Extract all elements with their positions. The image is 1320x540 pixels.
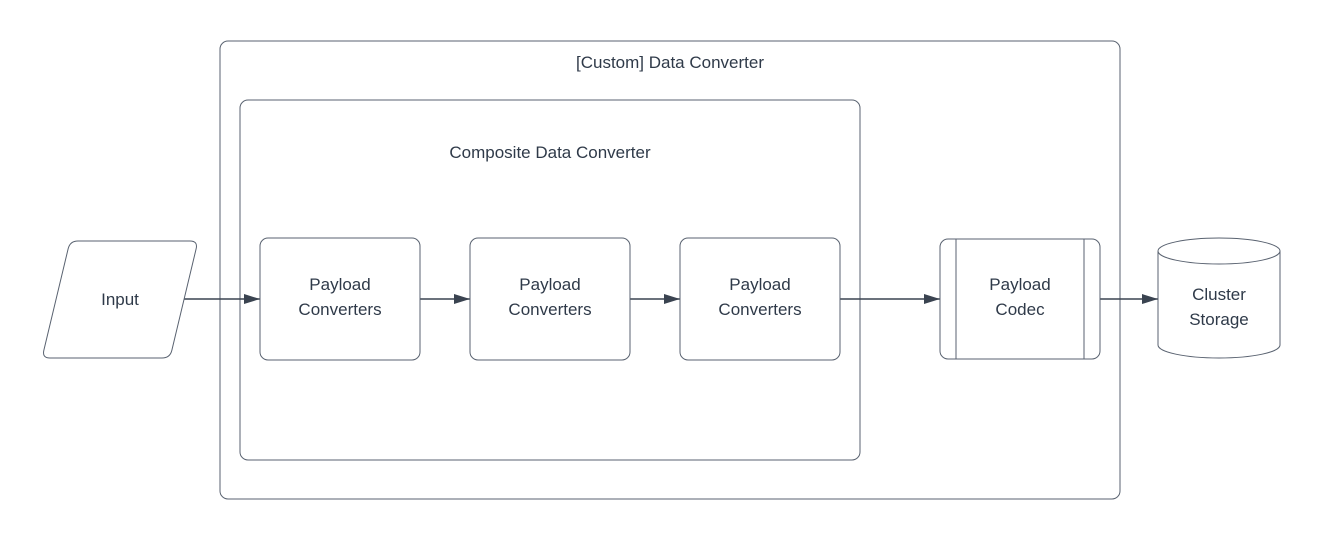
node-payload-converters-3-label-line1: Payload — [729, 275, 790, 294]
node-payload-codec-label-line1: Payload — [989, 275, 1050, 294]
node-composite-data-converter-label: Composite Data Converter — [449, 143, 651, 162]
node-input — [43, 240, 197, 359]
node-payload-converters-2-label-line1: Payload — [519, 275, 580, 294]
node-payload-converters-2-label-line2: Converters — [508, 300, 591, 319]
node-cluster-storage-label-line2: Storage — [1189, 310, 1249, 329]
node-custom-data-converter-label: [Custom] Data Converter — [576, 53, 764, 72]
node-payload-converters-2 — [469, 237, 631, 361]
node-payload-converters-1 — [259, 237, 421, 361]
node-cluster-storage-rim — [1157, 250, 1281, 265]
node-payload-converters-3 — [679, 237, 841, 361]
node-payload-converters-3-label-line2: Converters — [718, 300, 801, 319]
node-cluster-storage-label-line1: Cluster — [1192, 285, 1246, 304]
node-input-label: Input — [101, 290, 139, 309]
node-payload-codec-label-line2: Codec — [995, 300, 1045, 319]
node-payload-codec — [939, 238, 1101, 360]
node-payload-converters-1-label-line1: Payload — [309, 275, 370, 294]
node-cluster-storage — [1157, 237, 1281, 359]
node-payload-converters-1-label-line2: Converters — [298, 300, 381, 319]
